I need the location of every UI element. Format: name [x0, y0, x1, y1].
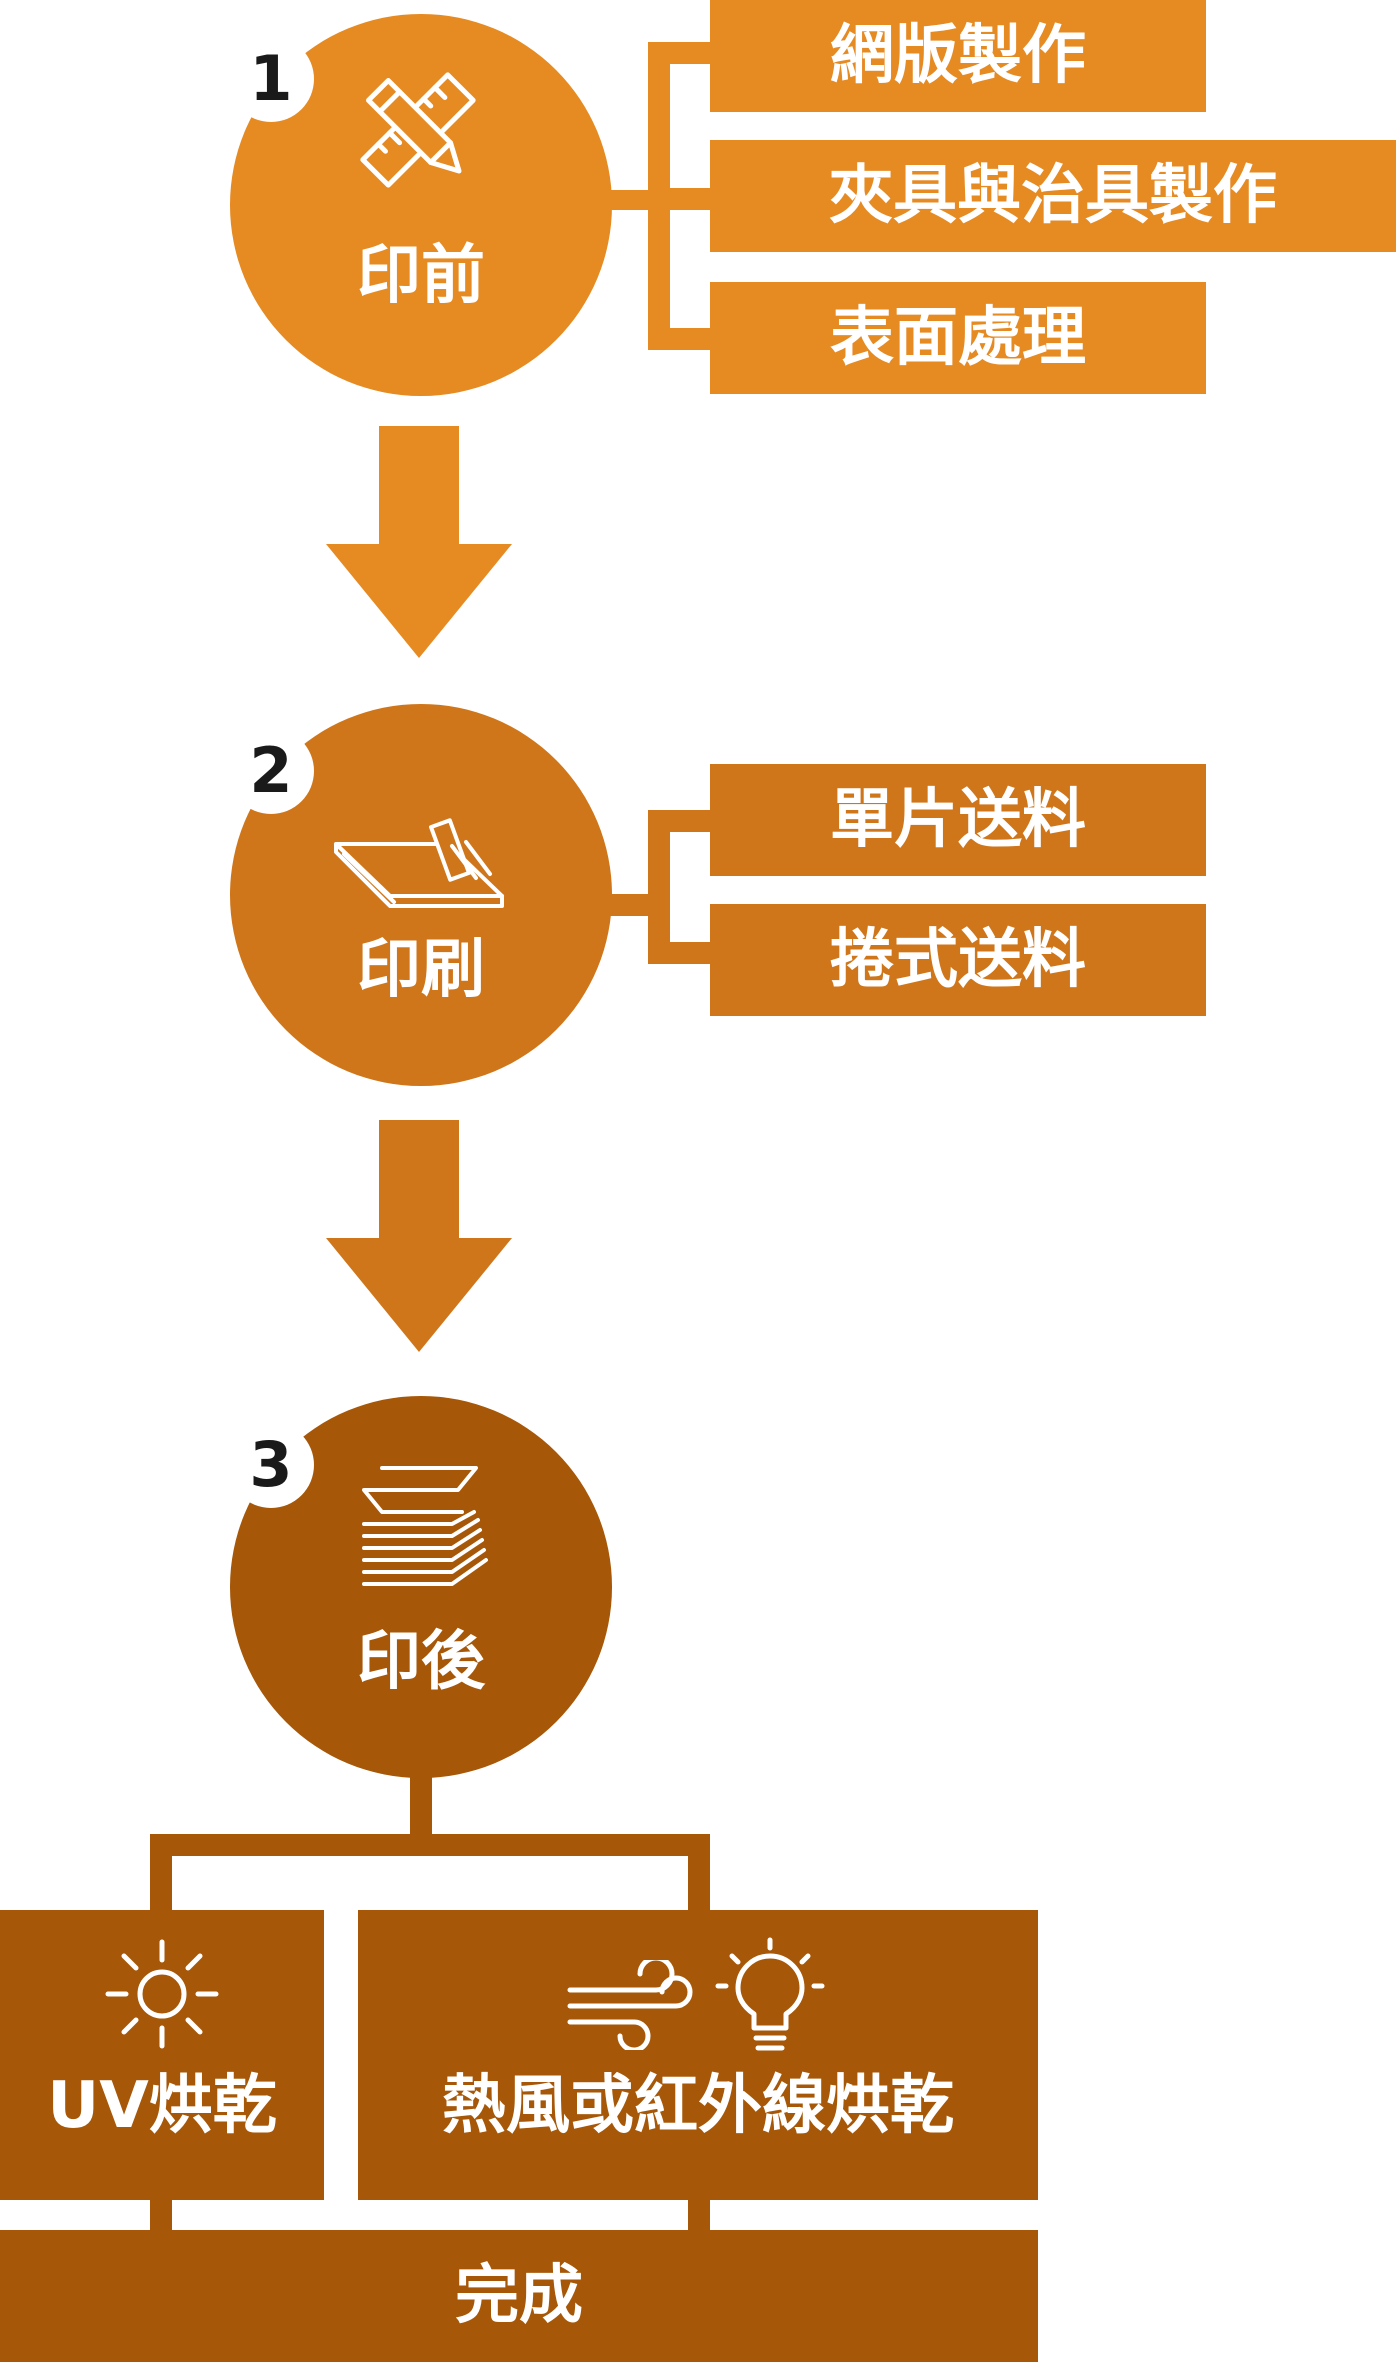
- hot-air-to-final-connector: [688, 2198, 710, 2232]
- stage1-connector-branch-3: [648, 328, 710, 350]
- stage1-label: 印前: [357, 239, 485, 313]
- stage1-number-badge: 1: [228, 36, 314, 122]
- stage1-connector-branch-1: [648, 42, 710, 64]
- stage2-item-sheet-feed: 單片送料: [710, 764, 1206, 876]
- stacked-sheets-icon: [352, 1464, 492, 1590]
- wind-icon: [564, 1960, 694, 2050]
- squeegee-screen-icon: [330, 816, 510, 916]
- uv-drying-box: UV烘乾: [0, 1910, 324, 2200]
- stage1-connector-stem: [600, 190, 650, 210]
- uv-drying-label: UV烘乾: [47, 2069, 277, 2143]
- stage2-connector-stem: [600, 894, 650, 916]
- stage3-connector-left-drop: [150, 1834, 172, 1914]
- stage3-connector-stem: [410, 1770, 432, 1840]
- hot-air-infrared-drying-label: 熱風或紅外線烘乾: [442, 2069, 954, 2143]
- pencil-ruler-icon: [352, 64, 484, 196]
- stage2-label: 印刷: [357, 933, 485, 1007]
- stage3-label: 印後: [357, 1625, 485, 1699]
- stage2-number-badge: 2: [228, 728, 314, 814]
- uv-to-final-connector: [150, 2198, 172, 2232]
- stage1-item-surface-treatment: 表面處理: [710, 282, 1206, 394]
- sun-icon: [102, 1936, 222, 2052]
- stage1-connector-branch-2: [648, 188, 710, 210]
- flow-arrow-1: [326, 426, 512, 658]
- final-complete-box: 完成: [0, 2230, 1038, 2362]
- stage2-connector-branch-1: [648, 810, 710, 832]
- hot-air-infrared-drying-box: 熱風或紅外線烘乾: [358, 1910, 1038, 2200]
- stage2-connector-spine: [648, 810, 670, 964]
- stage3-connector-horizontal: [150, 1834, 710, 1856]
- stage2-item-roll-feed: 捲式送料: [710, 904, 1206, 1016]
- stage1-item-fixture-making: 夾具與治具製作: [710, 140, 1396, 252]
- stage3-connector-right-drop: [688, 1834, 710, 1914]
- stage2-connector-branch-2: [648, 942, 710, 964]
- stage1-item-screen-making: 網版製作: [710, 0, 1206, 112]
- lightbulb-icon: [710, 1934, 830, 2064]
- flow-arrow-2: [326, 1120, 512, 1352]
- stage3-number-badge: 3: [228, 1422, 314, 1508]
